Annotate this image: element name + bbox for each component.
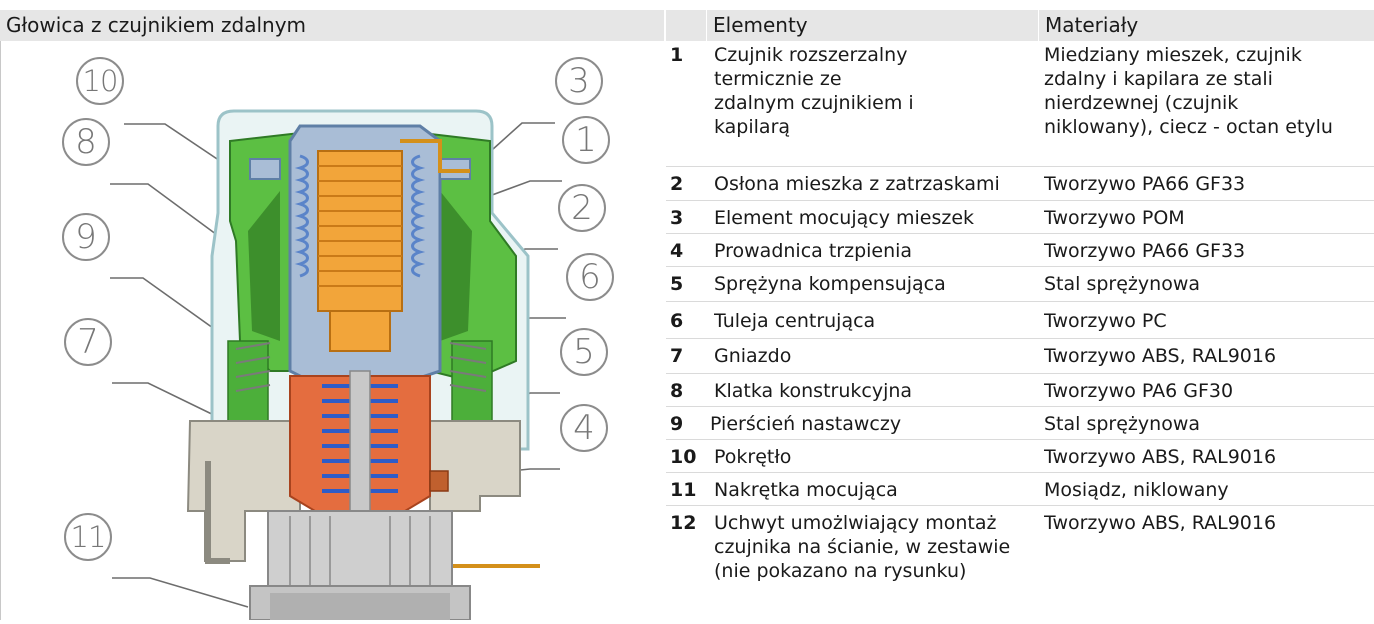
row-element: Czujnik rozszerzalny termicznie ze zdaln… bbox=[714, 44, 914, 138]
row-material: Tworzywo POM bbox=[1044, 207, 1185, 229]
callout-1: 1 bbox=[562, 116, 610, 164]
cross-section-drawing bbox=[110, 109, 566, 621]
row-number: 6 bbox=[670, 310, 684, 332]
table-row: 4 Prowadnica trzpienia Tworzywo PA66 GF3… bbox=[666, 234, 1374, 267]
row-element: Element mocujący mieszek bbox=[714, 207, 975, 229]
row-number: 8 bbox=[670, 380, 684, 402]
row-element: Pierścień nastawczy bbox=[710, 413, 902, 435]
row-number: 2 bbox=[670, 173, 684, 195]
row-number: 3 bbox=[670, 207, 684, 229]
callout-7: 7 bbox=[64, 318, 112, 366]
column-header-number bbox=[666, 10, 706, 41]
panel-divider bbox=[0, 41, 1, 620]
table-row: 3 Element mocujący mieszek Tworzywo POM bbox=[666, 201, 1374, 234]
row-material: Tworzywo ABS, RAL9016 bbox=[1044, 345, 1277, 367]
table-row: 11 Nakrętka mocująca Mosiądz, niklowany bbox=[666, 473, 1374, 506]
row-number: 4 bbox=[670, 240, 684, 262]
row-material: Tworzywo PC bbox=[1044, 310, 1167, 332]
table-row: 10 Pokrętło Tworzywo ABS, RAL9016 bbox=[666, 440, 1374, 473]
callout-11: 11 bbox=[64, 513, 112, 561]
row-element: Klatka konstrukcyjna bbox=[714, 380, 913, 402]
callout-10: 10 bbox=[76, 57, 124, 105]
callout-2: 2 bbox=[558, 184, 606, 232]
row-number: 11 bbox=[670, 479, 697, 501]
callout-3: 3 bbox=[555, 57, 603, 105]
callout-9: 9 bbox=[62, 213, 110, 261]
column-header-materials: Materiały bbox=[1039, 10, 1374, 41]
callout-6: 6 bbox=[566, 253, 614, 301]
row-element: Gniazdo bbox=[714, 345, 792, 367]
row-material: Mosiądz, niklowany bbox=[1044, 479, 1229, 501]
table-row: 2 Osłona mieszka z zatrzaskami Tworzywo … bbox=[666, 167, 1374, 201]
table-row: 9 Pierścień nastawczy Stal sprężynowa bbox=[666, 407, 1374, 440]
row-element: Tuleja centrująca bbox=[714, 310, 876, 332]
row-material: Tworzywo PA66 GF33 bbox=[1044, 173, 1246, 195]
row-number: 10 bbox=[670, 446, 697, 468]
row-element: Pokrętło bbox=[714, 446, 792, 468]
row-number: 7 bbox=[670, 345, 684, 367]
row-material: Stal sprężynowa bbox=[1044, 273, 1200, 295]
row-material: Tworzywo PA66 GF33 bbox=[1044, 240, 1246, 262]
table-row: 1 Czujnik rozszerzalny termicznie ze zda… bbox=[666, 43, 1374, 167]
row-element: Prowadnica trzpienia bbox=[714, 240, 913, 262]
figure-title: Głowica z czujnikiem zdalnym bbox=[0, 10, 664, 41]
callout-8: 8 bbox=[62, 118, 110, 166]
callout-4: 4 bbox=[560, 404, 608, 452]
table-row: 8 Klatka konstrukcyjna Tworzywo PA6 GF30 bbox=[666, 374, 1374, 407]
row-element: Nakrętka mocująca bbox=[714, 479, 898, 501]
row-number: 9 bbox=[670, 413, 684, 435]
row-material: Tworzywo ABS, RAL9016 bbox=[1044, 512, 1277, 534]
row-number: 1 bbox=[670, 44, 684, 66]
row-element: Osłona mieszka z zatrzaskami bbox=[714, 173, 1000, 195]
row-material: Miedziany mieszek, czujnik zdalny i kapi… bbox=[1044, 44, 1333, 138]
row-material: Tworzywo ABS, RAL9016 bbox=[1044, 446, 1277, 468]
callout-5: 5 bbox=[560, 328, 608, 376]
row-number: 5 bbox=[670, 273, 684, 295]
column-header-elements: Elementy bbox=[707, 10, 1038, 41]
table-row: 5 Sprężyna kompensująca Stal sprężynowa bbox=[666, 267, 1374, 302]
row-number: 12 bbox=[670, 512, 697, 534]
table-row: 6 Tuleja centrująca Tworzywo PC bbox=[666, 302, 1374, 339]
table-row: 7 Gniazdo Tworzywo ABS, RAL9016 bbox=[666, 339, 1374, 374]
row-material: Stal sprężynowa bbox=[1044, 413, 1200, 435]
table-row: 12 Uchwyt umożlwiający montaż czujnika n… bbox=[666, 506, 1374, 620]
row-material: Tworzywo PA6 GF30 bbox=[1044, 380, 1234, 402]
row-element: Sprężyna kompensująca bbox=[714, 273, 946, 295]
valve-head-cross-section: 10 8 9 7 11 3 1 2 6 5 4 bbox=[0, 41, 664, 621]
row-element: Uchwyt umożlwiający montaż czujnika na ś… bbox=[714, 512, 1011, 582]
